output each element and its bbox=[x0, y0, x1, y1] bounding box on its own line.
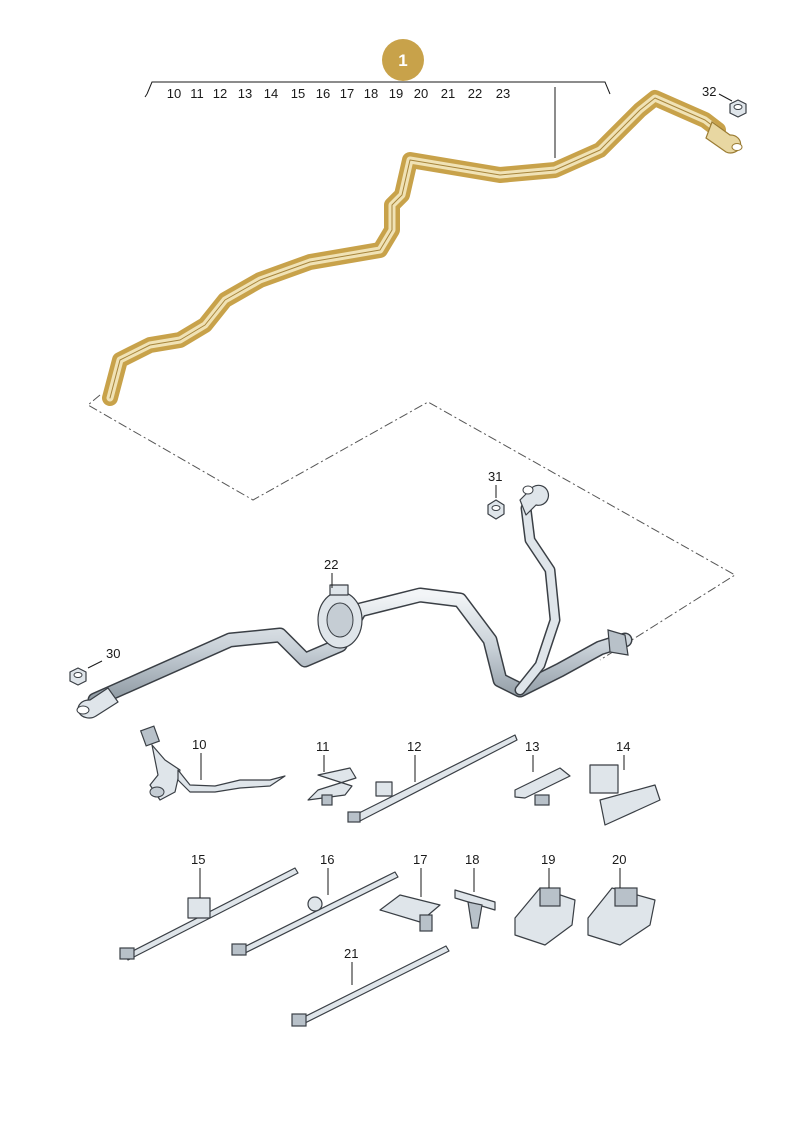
part-14-clip-on-rail[interactable] bbox=[589, 764, 661, 826]
assembly-item-10[interactable]: 10 bbox=[167, 86, 181, 101]
grommet-clip bbox=[329, 584, 349, 596]
assembly-badge-number: 1 bbox=[398, 51, 407, 70]
callout-20[interactable]: 20 bbox=[612, 852, 626, 867]
part-19-holder[interactable] bbox=[514, 887, 576, 946]
callout-19[interactable]: 19 bbox=[541, 852, 555, 867]
callout-10[interactable]: 10 bbox=[192, 737, 206, 752]
assembly-item-12[interactable]: 12 bbox=[213, 86, 227, 101]
callout-32[interactable]: 32 bbox=[702, 84, 716, 99]
assembly-item-19[interactable]: 19 bbox=[389, 86, 403, 101]
assembly-item-18[interactable]: 18 bbox=[364, 86, 378, 101]
part-15-cable-tie-clip[interactable] bbox=[119, 867, 299, 961]
assembly-item-13[interactable]: 13 bbox=[238, 86, 252, 101]
callout-11[interactable]: 11 bbox=[316, 739, 330, 754]
callout-13[interactable]: 13 bbox=[525, 739, 539, 754]
nut-part-32[interactable] bbox=[729, 99, 747, 118]
assembly-item-16[interactable]: 16 bbox=[316, 86, 330, 101]
part-21-cable-tie[interactable] bbox=[291, 945, 450, 1027]
assembly-item-list: 10 11 12 13 14 15 16 17 18 19 20 21 22 23 bbox=[167, 86, 510, 101]
leader-30 bbox=[87, 660, 103, 669]
nut-part-31[interactable] bbox=[487, 499, 505, 520]
main-cable-highlighted[interactable] bbox=[102, 90, 743, 406]
callout-16[interactable]: 16 bbox=[320, 852, 334, 867]
assembly-bracket bbox=[146, 81, 611, 95]
part-13-clip[interactable] bbox=[514, 767, 571, 806]
callout-30[interactable]: 30 bbox=[106, 646, 120, 661]
part-20-holder[interactable] bbox=[587, 887, 656, 946]
assembly-badge[interactable] bbox=[382, 39, 424, 81]
assembly-item-21[interactable]: 21 bbox=[441, 86, 455, 101]
callout-14[interactable]: 14 bbox=[616, 739, 630, 754]
assembly-item-11[interactable]: 11 bbox=[190, 86, 204, 101]
callout-22[interactable]: 22 bbox=[324, 557, 338, 572]
assembly-item-23[interactable]: 23 bbox=[496, 86, 510, 101]
assembly-item-15[interactable]: 15 bbox=[291, 86, 305, 101]
assembly-item-22[interactable]: 22 bbox=[468, 86, 482, 101]
part-18-push-rivet[interactable] bbox=[454, 889, 496, 929]
callout-17[interactable]: 17 bbox=[413, 852, 427, 867]
part-16-cable-tie-anchor[interactable] bbox=[231, 871, 399, 956]
leader-32 bbox=[718, 93, 733, 102]
part-12-cable-tie[interactable] bbox=[347, 734, 518, 823]
detail-frame bbox=[87, 394, 736, 661]
assembly-header: 1 10 11 12 13 14 15 16 17 18 19 20 21 22 23 bbox=[144, 39, 611, 158]
assembly-item-14[interactable]: 14 bbox=[264, 86, 278, 101]
callout-18[interactable]: 18 bbox=[465, 852, 479, 867]
assembly-item-20[interactable]: 20 bbox=[414, 86, 428, 101]
part-11-clip[interactable] bbox=[307, 767, 357, 806]
callout-15[interactable]: 15 bbox=[191, 852, 205, 867]
cable-assembly-lower[interactable] bbox=[76, 484, 633, 719]
part-17-clip-block[interactable] bbox=[379, 894, 441, 932]
callout-21[interactable]: 21 bbox=[344, 946, 358, 961]
callout-12[interactable]: 12 bbox=[407, 739, 421, 754]
assembly-item-17[interactable]: 17 bbox=[340, 86, 354, 101]
callout-31[interactable]: 31 bbox=[488, 469, 502, 484]
nut-part-30[interactable] bbox=[69, 667, 87, 686]
bracket-tick bbox=[144, 93, 148, 98]
part-10-bracket-with-tie[interactable] bbox=[139, 725, 286, 801]
